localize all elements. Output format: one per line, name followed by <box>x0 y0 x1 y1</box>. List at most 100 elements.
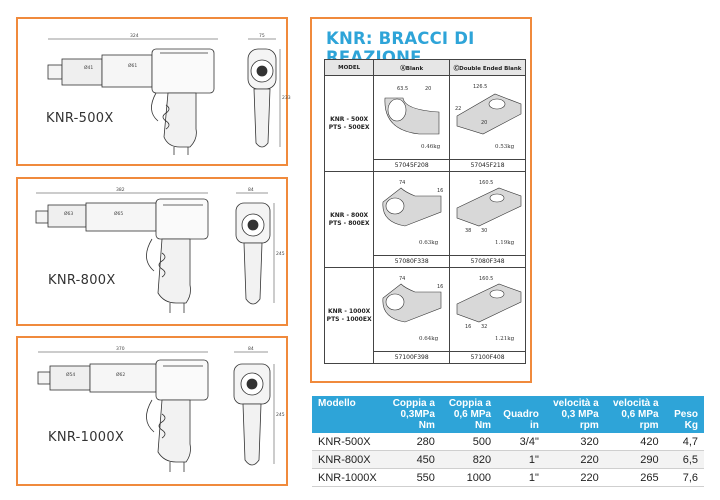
specs-cell: 280 <box>384 433 441 451</box>
arm-model-cell: KNR - 800X PTS - 800EX <box>323 171 375 268</box>
blank-dim-b: 16 <box>437 284 443 290</box>
tool-model-label: KNR-500X <box>46 111 114 126</box>
double-dim-a: 160.5 <box>479 276 493 282</box>
specs-cell: 550 <box>384 468 441 487</box>
tool-drawing-knr1000x: 370 84 245 Ø54 Ø62 <box>37 346 285 472</box>
dim-length-label: 382 <box>116 187 125 193</box>
blank-code: 57100F398 <box>373 351 451 364</box>
double-dim-c: 30 <box>481 228 487 234</box>
double-dim-c: 32 <box>481 324 487 330</box>
blank-dim-b: 16 <box>437 188 443 194</box>
double-code: 57045F218 <box>449 159 526 172</box>
specs-header-weight: Peso Kg <box>664 396 704 433</box>
specs-cell: 265 <box>604 468 665 487</box>
blank-arm-image: 63.5 20 0.46kg <box>373 75 451 160</box>
tool-panel-knr500x: 324 75 233 Ø41 Ø61 KNR-500X <box>16 17 291 166</box>
dim-body-label: Ø65 <box>114 210 123 217</box>
dim-front-label: Ø54 <box>66 371 75 378</box>
arm-model-primary: KNR - 800X <box>330 211 369 219</box>
specs-header-torque-06: Coppia a 0,6 MPa Nm <box>440 396 498 433</box>
specs-cell: 3/4" <box>497 433 545 451</box>
specs-cell: 220 <box>544 450 605 469</box>
dim-width-label: 84 <box>248 187 254 193</box>
tool-drawing-knr500x: 324 75 233 Ø41 Ø61 <box>47 33 291 155</box>
double-arm-image: 126.5 22 20 0.53kg <box>449 75 526 160</box>
dim-body-label: Ø61 <box>128 62 137 69</box>
specs-cell: 6,5 <box>664 450 704 469</box>
dim-length-label: 370 <box>116 346 125 352</box>
header-double: ⒸDouble Ended Blank <box>449 59 526 76</box>
specs-cell: 500 <box>440 433 498 451</box>
arm-model-primary: KNR - 500X <box>330 115 369 123</box>
specs-cell: 220 <box>544 468 605 487</box>
specs-cell-model: KNR-800X <box>312 450 385 469</box>
double-dim-a: 126.5 <box>473 84 487 90</box>
table-row: KNR-500X 280 500 3/4" 320 420 4,7 <box>312 433 704 451</box>
arm-model-secondary: PTS - 1000EX <box>326 315 372 323</box>
double-arm-image: 160.5 16 32 1.21kg <box>449 267 526 352</box>
dim-width-label: 84 <box>248 346 254 352</box>
dim-height-label: 245 <box>276 412 285 418</box>
arm-model-cell: KNR - 500X PTS - 500EX <box>323 75 375 172</box>
double-weight: 1.19kg <box>495 240 515 246</box>
specs-table: Modello Coppia a 0,3MPa Nm Coppia a 0,6 … <box>312 396 704 487</box>
blank-code: 57080F338 <box>373 255 451 268</box>
table-row: KNR-800X 450 820 1" 220 290 6,5 <box>312 450 704 469</box>
specs-header-torque-03: Coppia a 0,3MPa Nm <box>384 396 441 433</box>
double-code: 57080F348 <box>449 255 526 268</box>
specs-header-square: Quadro in <box>497 396 545 433</box>
double-dim-b: 16 <box>465 324 471 330</box>
blank-weight: 0.63kg <box>419 240 439 246</box>
specs-cell: 7,6 <box>664 468 704 487</box>
double-dim-c: 20 <box>481 120 487 126</box>
double-code: 57100F408 <box>449 351 526 364</box>
arm-model-secondary: PTS - 800EX <box>328 219 370 227</box>
double-dim-b: 22 <box>455 106 461 112</box>
specs-header-speed-06: velocità a 0,6 MPa rpm <box>604 396 665 433</box>
dim-front-label: Ø41 <box>84 64 93 71</box>
double-arm-image: 160.5 38 30 1.19kg <box>449 171 526 256</box>
reaction-arms-panel: KNR: BRACCI DI REAZIONE MODEL ⒶBlank ⒸDo… <box>310 17 532 383</box>
header-model: MODEL <box>323 59 375 76</box>
blank-dim-a: 74 <box>399 180 405 186</box>
arm-model-cell: KNR - 1000X PTS - 1000EX <box>323 267 375 364</box>
specs-cell-model: KNR-500X <box>312 433 385 451</box>
double-weight: 1.21kg <box>495 336 515 342</box>
specs-header-speed-03: velocità a 0,3 MPa rpm <box>544 396 605 433</box>
tool-panel-knr800x: 382 84 245 Ø63 Ø65 KNR-800X <box>16 177 288 326</box>
specs-cell: 1" <box>497 468 545 487</box>
tool-model-label: KNR-800X <box>48 273 116 288</box>
arm-model-primary: KNR - 1000X <box>327 307 371 315</box>
blank-dim-a: 74 <box>399 276 405 282</box>
specs-cell: 420 <box>604 433 665 451</box>
specs-cell: 450 <box>384 450 441 469</box>
dim-body-label: Ø62 <box>116 371 125 378</box>
double-weight: 0.53kg <box>495 144 515 150</box>
specs-cell: 820 <box>440 450 498 469</box>
blank-weight: 0.64kg <box>419 336 439 342</box>
blank-code: 57045F208 <box>373 159 451 172</box>
dim-length-label: 324 <box>130 33 139 39</box>
blank-dim-b: 20 <box>425 86 431 92</box>
specs-cell: 1000 <box>440 468 498 487</box>
dim-height-label: 245 <box>276 251 285 257</box>
double-dim-b: 38 <box>465 228 471 234</box>
specs-cell-model: KNR-1000X <box>312 468 385 487</box>
specs-cell: 1" <box>497 450 545 469</box>
dim-height-label: 233 <box>282 95 291 101</box>
specs-cell: 290 <box>604 450 665 469</box>
header-blank: ⒶBlank <box>373 59 451 76</box>
blank-arm-image: 74 16 0.64kg <box>373 267 451 352</box>
arm-model-secondary: PTS - 500EX <box>328 123 370 131</box>
tool-panel-knr1000x: 370 84 245 Ø54 Ø62 KNR-1000X <box>16 336 288 486</box>
dim-width-label: 75 <box>259 33 265 39</box>
double-dim-a: 160.5 <box>479 180 493 186</box>
blank-weight: 0.46kg <box>421 144 441 150</box>
specs-cell: 4,7 <box>664 433 704 451</box>
tool-model-label: KNR-1000X <box>48 430 125 445</box>
blank-arm-image: 74 16 0.63kg <box>373 171 451 256</box>
blank-dim-a: 63.5 <box>397 86 408 92</box>
tool-drawing-knr800x: 382 84 245 Ø63 Ø65 <box>35 187 285 313</box>
table-row: KNR-1000X 550 1000 1" 220 265 7,6 <box>312 468 704 487</box>
specs-header-model: Modello <box>312 396 385 433</box>
